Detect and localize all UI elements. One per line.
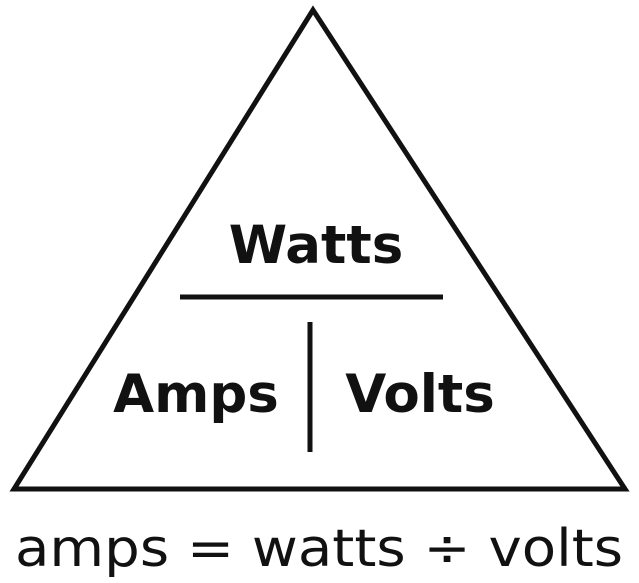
formula-text: amps = watts ÷ volts xyxy=(15,519,623,579)
volts-label: Volts xyxy=(345,364,495,425)
watts-label: Watts xyxy=(229,215,404,276)
amps-label: Amps xyxy=(113,364,279,425)
triangle-outline xyxy=(9,5,630,492)
